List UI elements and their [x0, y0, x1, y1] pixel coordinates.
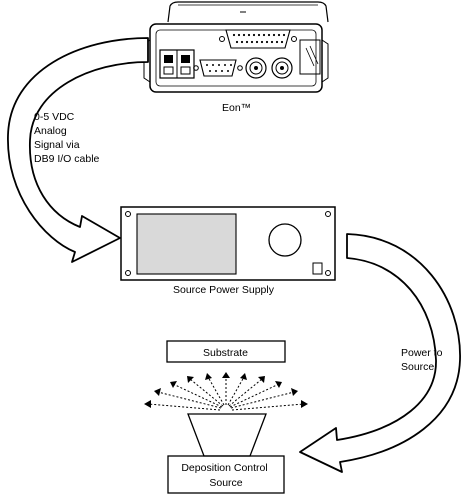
power-supply-knob [268, 223, 302, 257]
power-supply [120, 206, 336, 281]
device-label: Eon™ [222, 102, 251, 114]
power-to-source-label: Power to Source [401, 347, 445, 373]
power-supply-display [136, 213, 237, 275]
deposition-ray-heads [144, 372, 308, 408]
source-nozzle [187, 413, 267, 457]
power-arrow [299, 233, 461, 473]
deposition-box [167, 455, 285, 494]
substrate-label: Substrate [203, 347, 248, 359]
substrate-box [166, 340, 286, 363]
eon-device [143, 1, 329, 93]
signal-arrow [7, 37, 149, 263]
power-switch [312, 262, 323, 275]
power-supply-label: Source Power Supply [173, 284, 275, 296]
signal-label: 0-5 VDC Analog Signal via DB9 I/O cable [34, 111, 100, 165]
deposition-label: Deposition Control Source [181, 462, 270, 489]
deposition-rays [147, 376, 305, 411]
